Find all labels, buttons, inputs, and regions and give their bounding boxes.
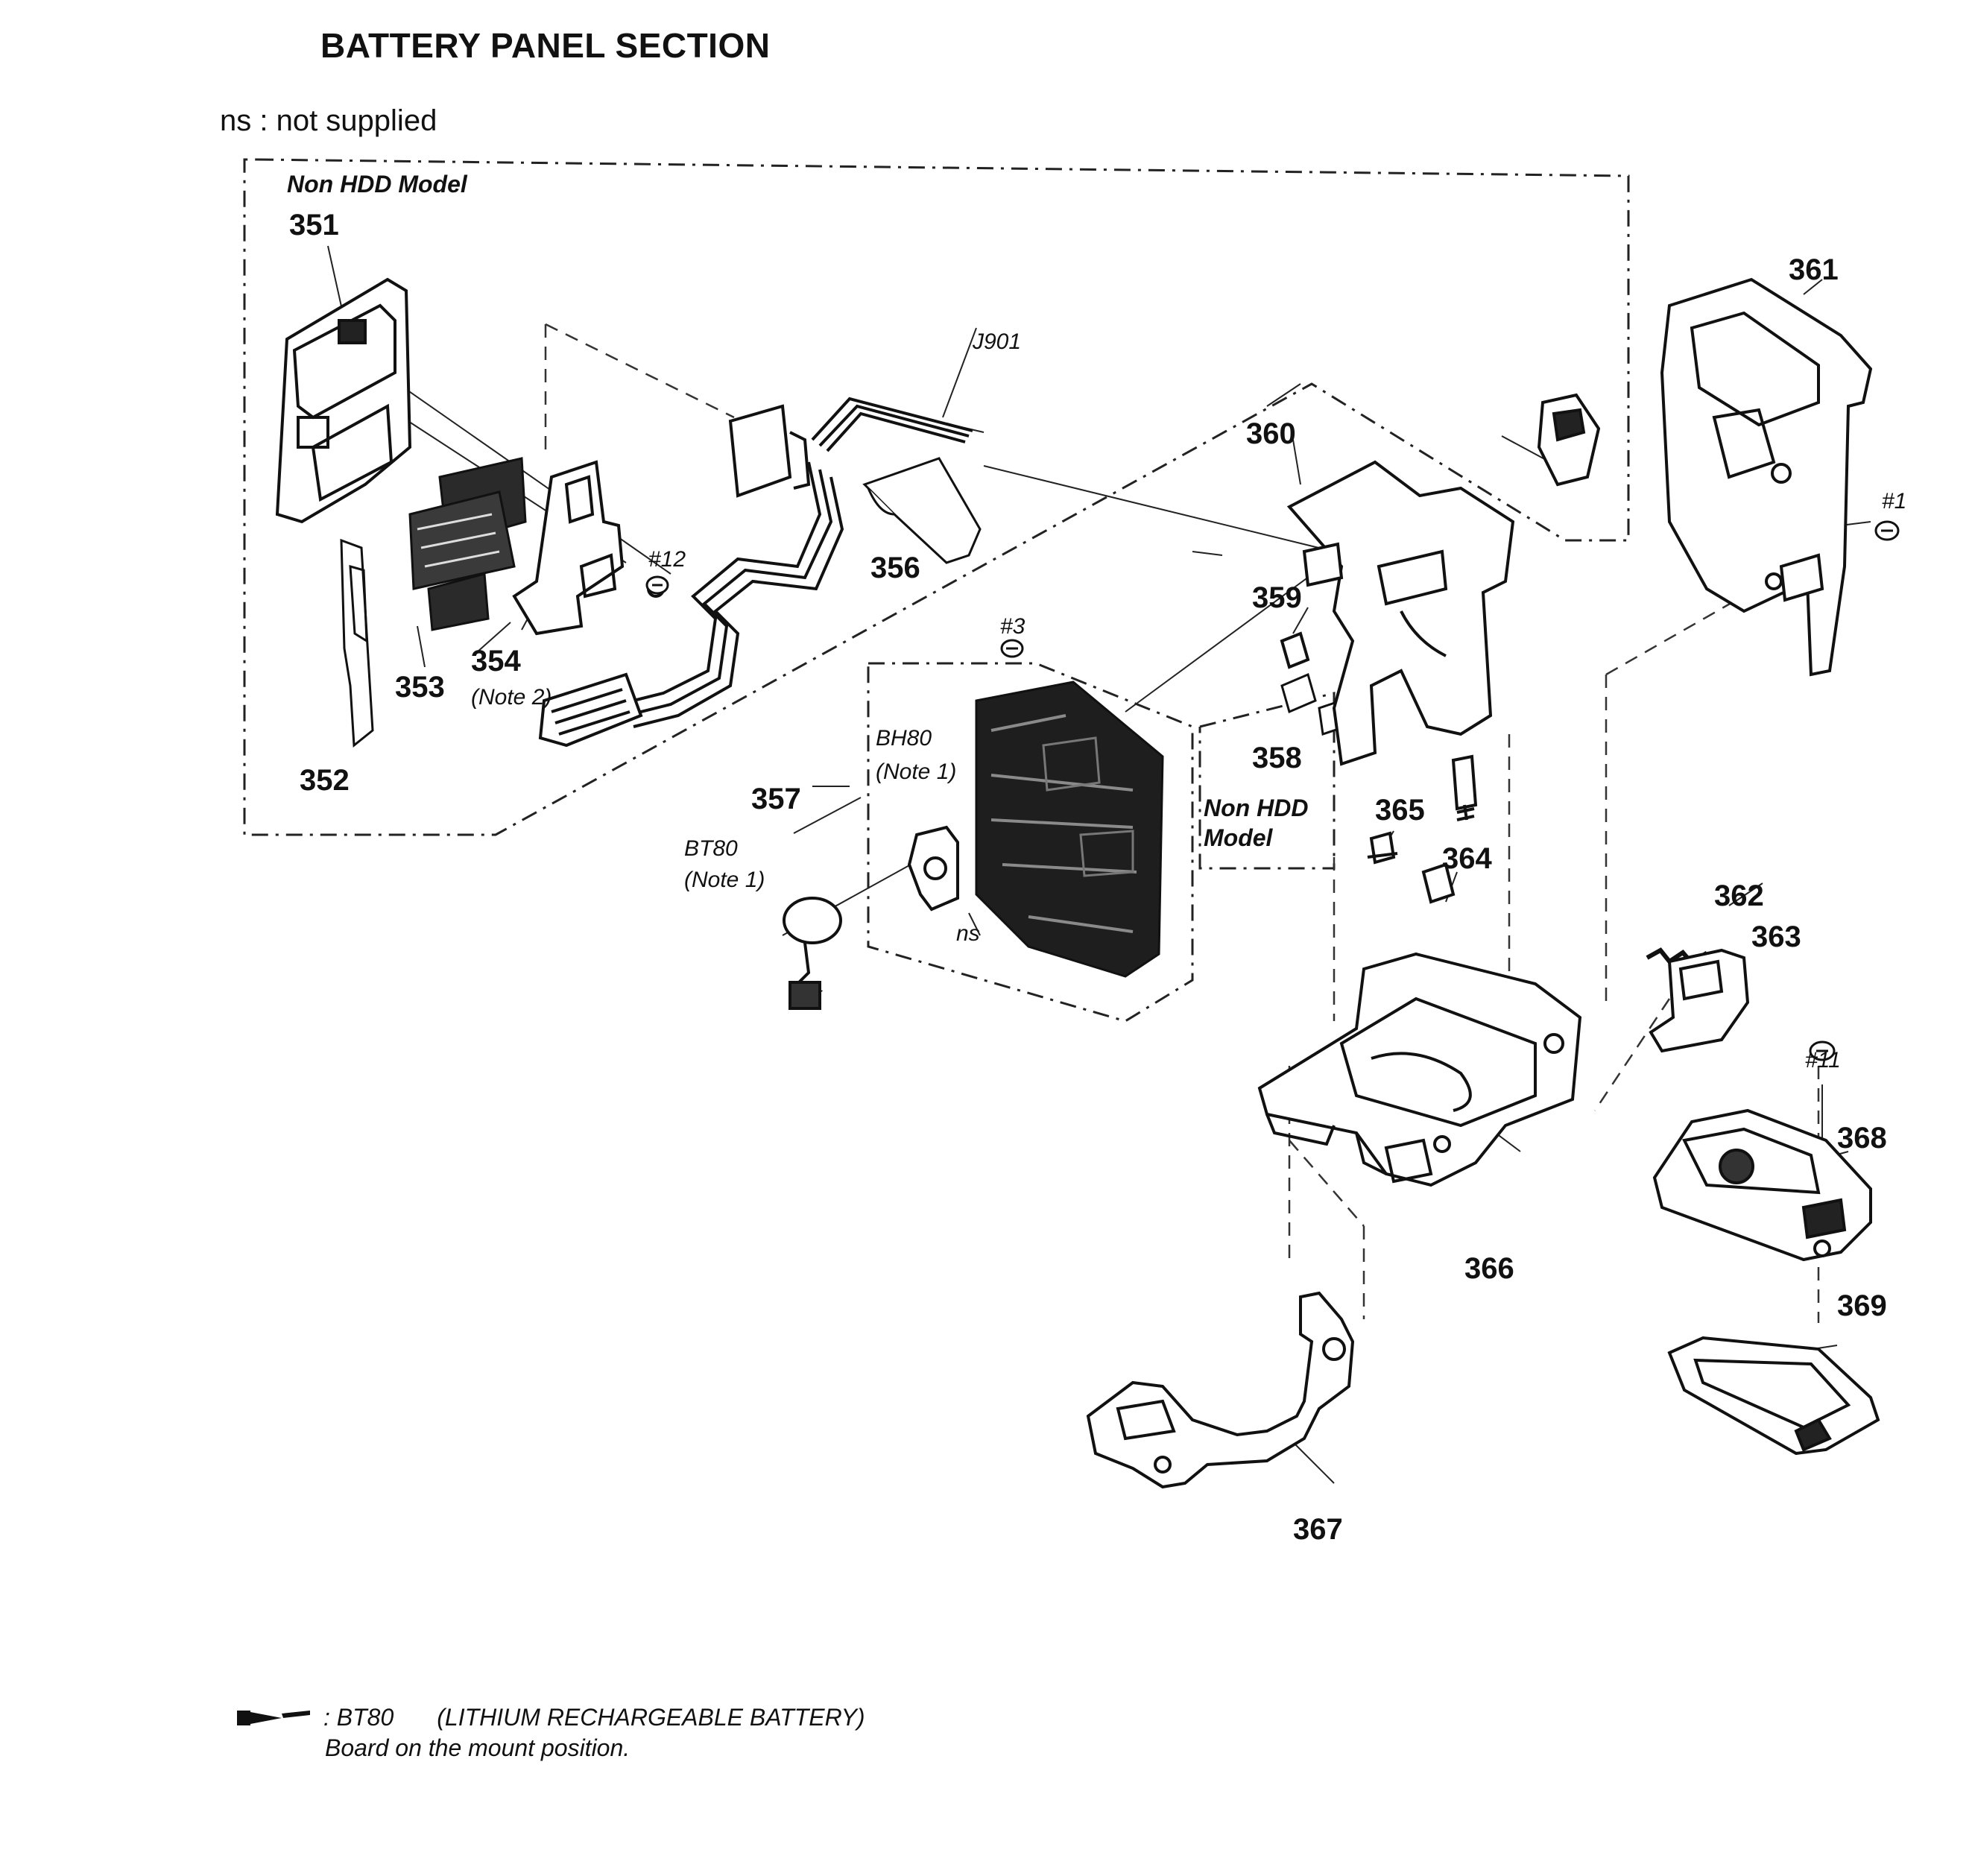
label-351: 351 bbox=[289, 209, 339, 241]
label-362: 362 bbox=[1714, 879, 1764, 912]
part-j901-harness bbox=[538, 397, 973, 748]
part-367-bracket bbox=[1086, 1291, 1355, 1489]
footer-note: : BT80 (LITHIUM RECHARGEABLE BATTERY) Bo… bbox=[237, 1704, 865, 1762]
label-bh80-note: (Note 1) bbox=[876, 759, 956, 784]
label-bt80: BT80 bbox=[684, 836, 738, 861]
part-360-frame bbox=[1286, 460, 1515, 821]
screw-3-icon bbox=[1000, 639, 1024, 658]
group-label-non-hdd-mid-2: Model bbox=[1204, 824, 1274, 851]
label-354: 354 bbox=[471, 645, 521, 678]
label-365: 365 bbox=[1375, 794, 1425, 827]
part-363-latch bbox=[1649, 948, 1750, 1053]
part-368-cover bbox=[1652, 1108, 1872, 1262]
label-screw-3: #3 bbox=[1000, 614, 1025, 639]
footer-line2: Board on the mount position. bbox=[325, 1734, 631, 1761]
part-364-clip bbox=[1421, 862, 1456, 904]
footer-ref: : BT80 bbox=[323, 1704, 394, 1731]
screw-1-icon bbox=[1874, 520, 1900, 541]
part-bt80-battery bbox=[783, 897, 842, 1010]
screw-11-icon bbox=[1809, 1040, 1836, 1061]
label-359: 359 bbox=[1252, 581, 1302, 614]
footer-desc: (LITHIUM RECHARGEABLE BATTERY) bbox=[437, 1704, 865, 1731]
mainboard-group-boundary bbox=[867, 662, 1194, 1023]
non-hdd-group-boundary bbox=[243, 158, 1630, 836]
part-369-lid bbox=[1667, 1336, 1880, 1456]
label-354-note: (Note 2) bbox=[471, 685, 552, 710]
label-screw-11: #11 bbox=[1805, 1048, 1841, 1073]
pointer-icon bbox=[237, 1710, 310, 1725]
label-364: 364 bbox=[1442, 842, 1492, 875]
label-bt80-note: (Note 1) bbox=[684, 868, 765, 892]
part-357-main-board bbox=[975, 680, 1164, 978]
label-352: 352 bbox=[300, 764, 350, 797]
screw-12-icon bbox=[645, 575, 669, 595]
part-361-side-frame bbox=[1537, 277, 1873, 677]
part-bh80-holder bbox=[907, 825, 959, 912]
part-353-connector bbox=[408, 457, 527, 631]
part-366-chassis bbox=[1257, 952, 1582, 1187]
label-356: 356 bbox=[870, 552, 920, 584]
label-366: 366 bbox=[1464, 1252, 1514, 1285]
label-369: 369 bbox=[1837, 1289, 1887, 1322]
label-358: 358 bbox=[1252, 742, 1302, 774]
group-label-non-hdd: Non HDD Model bbox=[287, 171, 468, 198]
label-361: 361 bbox=[1789, 253, 1839, 286]
ns-note: ns : not supplied bbox=[220, 104, 437, 137]
label-368: 368 bbox=[1837, 1122, 1887, 1155]
label-screw-12: #12 bbox=[648, 547, 686, 572]
label-bh80: BH80 bbox=[876, 726, 932, 751]
group-label-non-hdd-mid-1: Non HDD bbox=[1204, 795, 1308, 821]
label-360: 360 bbox=[1246, 417, 1296, 450]
label-363: 363 bbox=[1751, 920, 1801, 953]
part-354-bracket bbox=[512, 460, 665, 636]
label-screw-1: #1 bbox=[1882, 489, 1906, 514]
part-351-bracket bbox=[275, 277, 412, 524]
label-367: 367 bbox=[1293, 1513, 1343, 1546]
label-j901: J901 bbox=[972, 329, 1021, 354]
part-352-flex-strip bbox=[340, 538, 374, 748]
page-title: BATTERY PANEL SECTION bbox=[320, 26, 771, 65]
label-353: 353 bbox=[395, 671, 445, 704]
label-357: 357 bbox=[751, 783, 801, 815]
part-359-block bbox=[1280, 631, 1310, 669]
part-356-film bbox=[862, 457, 982, 564]
part-365-clip bbox=[1367, 831, 1398, 865]
label-ns: ns bbox=[956, 921, 980, 946]
